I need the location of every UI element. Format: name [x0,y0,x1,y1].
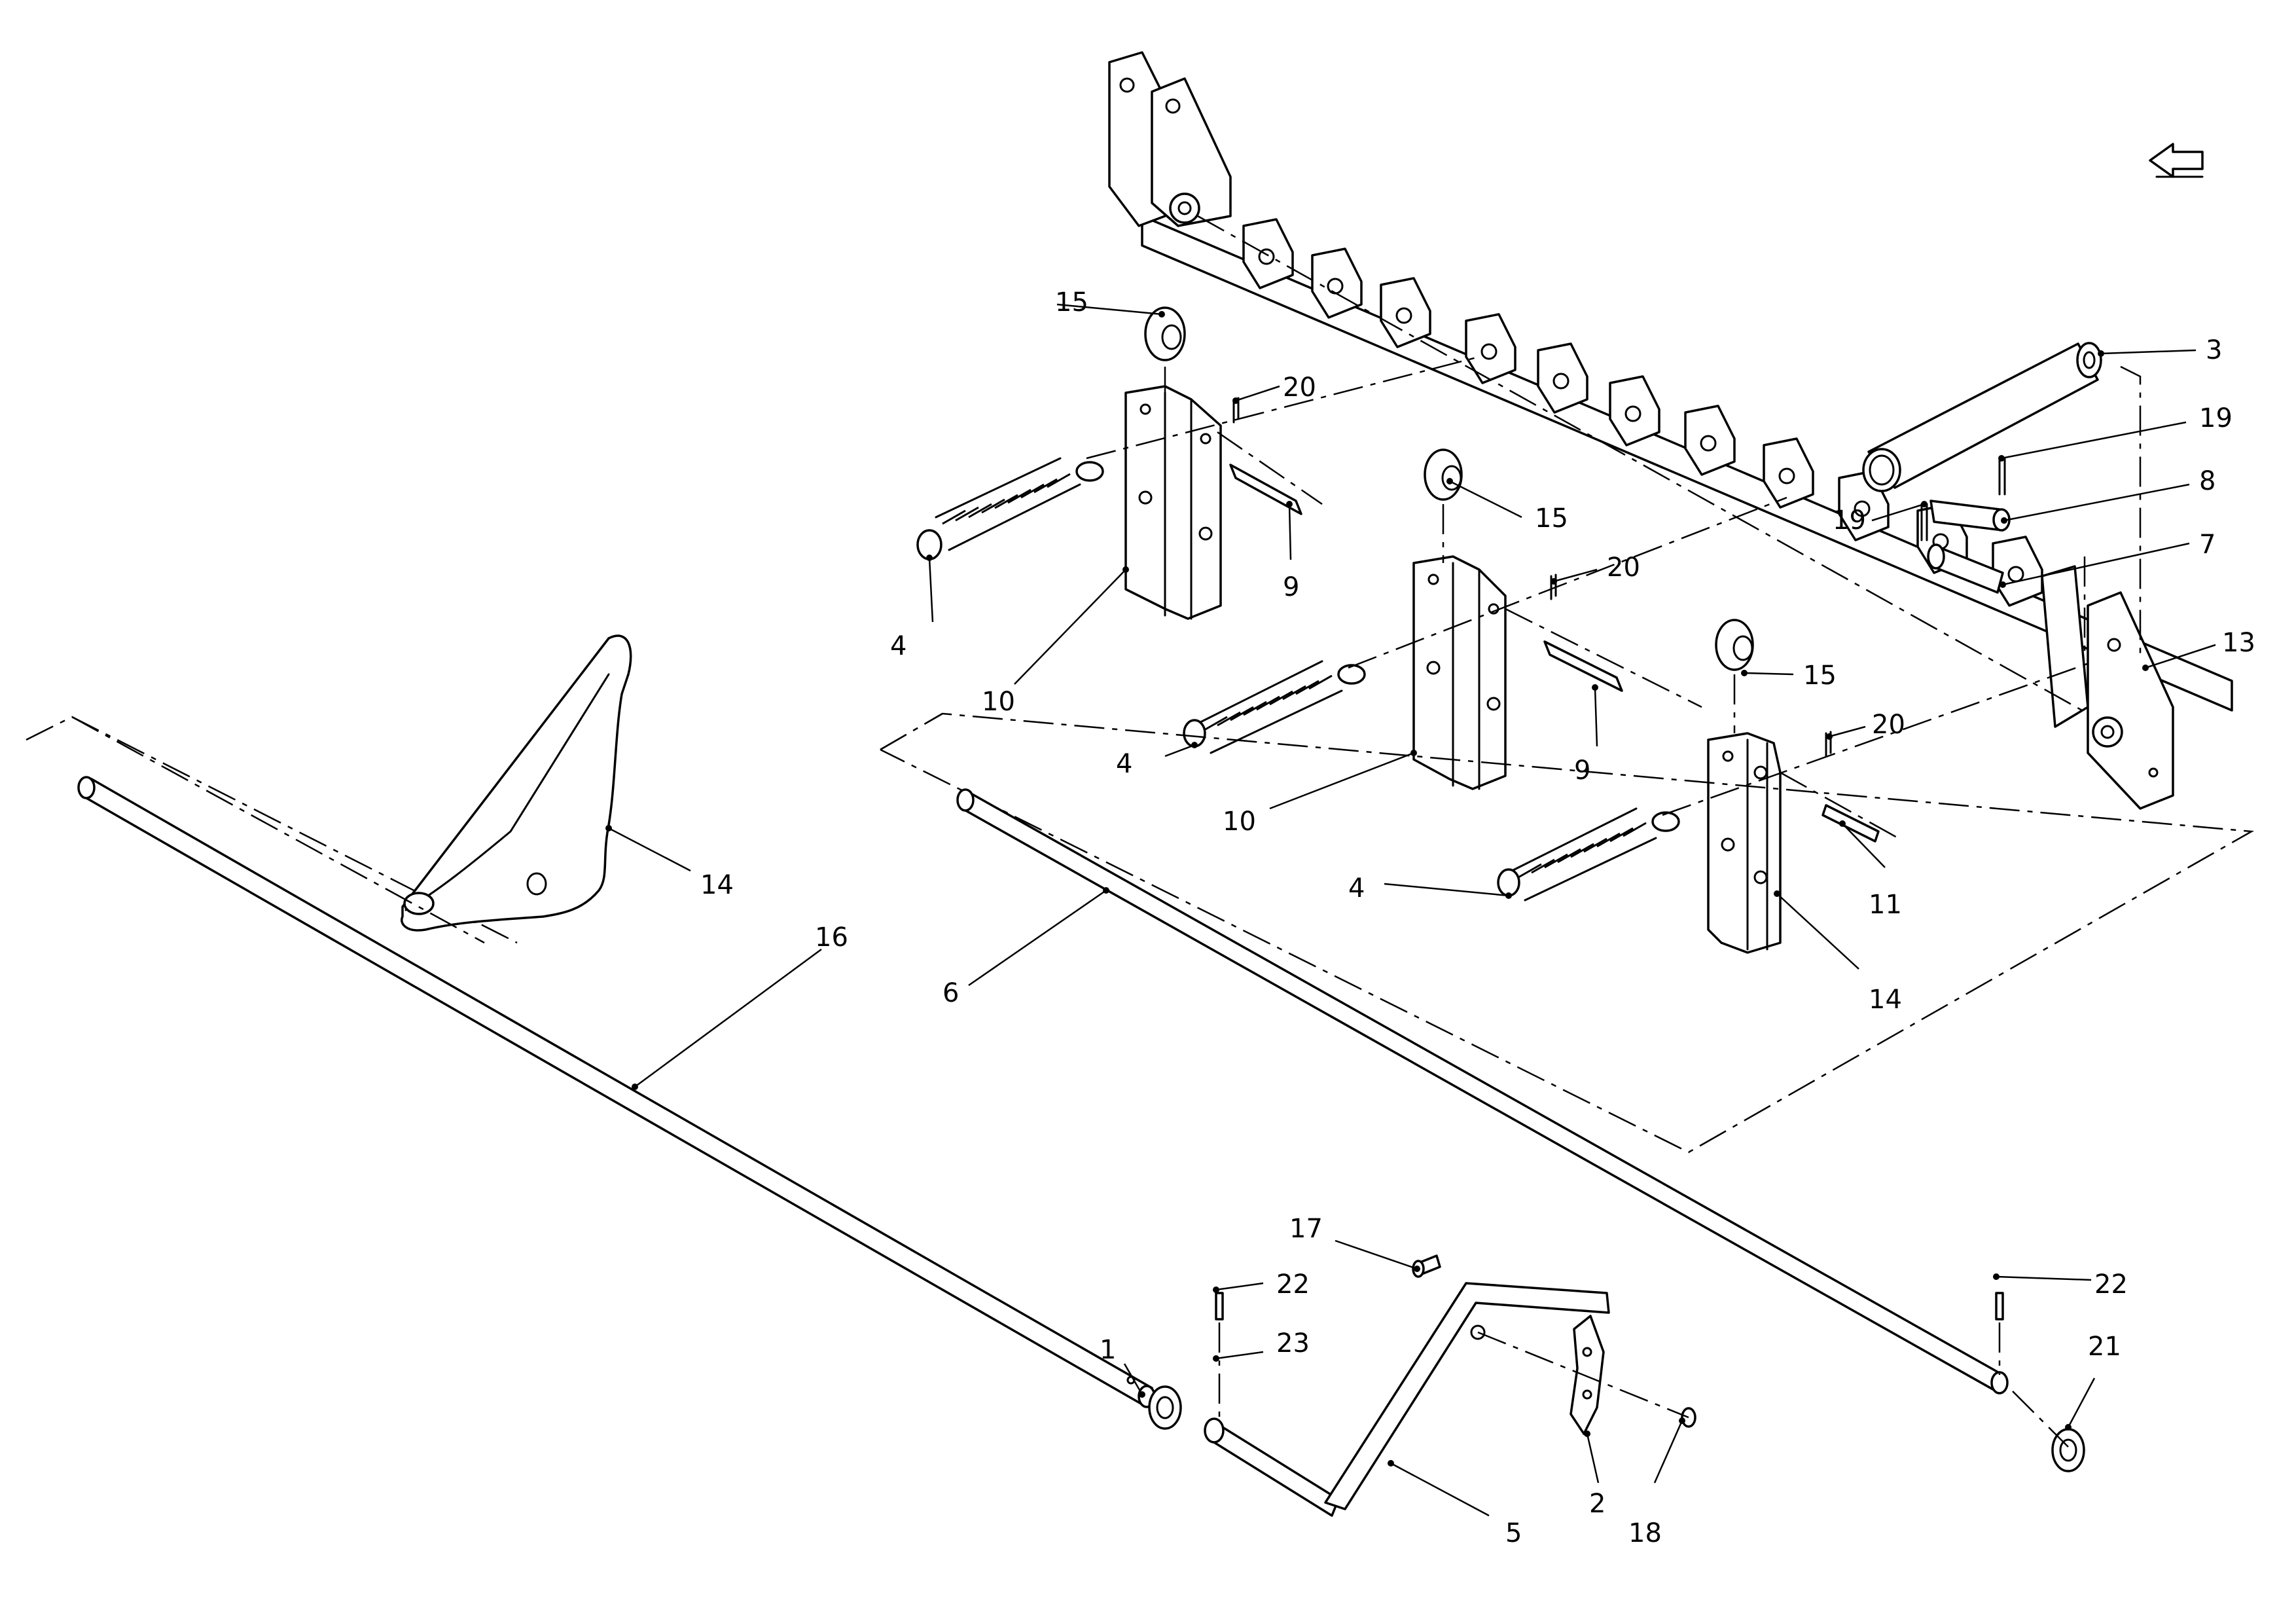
callout-10a: 10 [982,687,1015,717]
callout-5: 5 [1505,1518,1522,1548]
callout-11: 11 [1869,890,1902,920]
callout-17: 17 [1289,1214,1323,1244]
callout-4b: 4 [1116,749,1132,779]
callout-23: 23 [1276,1328,1310,1359]
callout-19b: 19 [1833,505,1866,536]
bracket-14 [1707,732,1782,954]
callout-6: 6 [942,978,959,1008]
pin-7 [1927,543,2004,594]
bushing-15a [1144,306,1186,361]
front-direction-arrow-icon [2149,143,2204,178]
callout-3: 3 [2206,335,2222,365]
mounting-rail [1108,51,2233,810]
bracket-10a [1124,385,1222,620]
bushing-15b [1424,448,1463,501]
callout-22b: 22 [2094,1269,2128,1300]
roll-pin-19a [1998,457,2006,496]
pin-9b [1543,640,1623,692]
callout-14b: 14 [1869,985,1902,1015]
shaft-6 [956,788,2009,1395]
roll-pin-19b [1920,503,1928,541]
rail-lugs [1242,218,2043,607]
leader-lines [605,303,2216,1517]
callout-1: 1 [1100,1335,1116,1365]
callout-22a: 22 [1276,1269,1310,1300]
bracket-10b [1412,555,1507,790]
pin-22-right [1995,1292,2004,1321]
pivot-tube [1862,342,2102,492]
link-2 [1570,1315,1605,1435]
callout-9a: 9 [1283,572,1299,602]
callout-21: 21 [2088,1332,2121,1362]
callout-15a: 15 [1055,287,1088,318]
bushing-15c [1715,619,1754,671]
shaft-16 [77,776,1156,1408]
callout-15b: 15 [1535,503,1568,534]
spring-4c [1497,807,1680,902]
callout-19a: 19 [2199,403,2233,433]
callout-2: 2 [1589,1489,1605,1519]
washer-1 [1148,1385,1182,1430]
callout-4a: 4 [890,631,906,661]
pin-8 [1929,500,2011,532]
callout-9b: 9 [1574,756,1590,786]
callout-20c: 20 [1872,710,1905,740]
callout-13: 13 [2222,628,2255,658]
callout-8: 8 [2199,466,2215,496]
callout-7: 7 [2199,530,2215,560]
handle-5 [1204,1282,1610,1517]
spring-4b [1183,660,1366,754]
callout-4c: 4 [1348,873,1365,903]
callout-18: 18 [1628,1518,1662,1548]
callout-20a: 20 [1283,373,1316,403]
side-plate-14 [401,634,632,932]
pin-22-left [1215,1292,1224,1321]
pin-11 [1821,804,1880,843]
callout-15c: 15 [1803,661,1837,691]
callout-14a: 14 [700,870,734,900]
callout-16: 16 [815,922,848,953]
spring-4a [916,457,1104,560]
pin-9a [1229,464,1302,515]
callout-20b: 20 [1607,553,1640,583]
callout-10b: 10 [1223,807,1256,837]
